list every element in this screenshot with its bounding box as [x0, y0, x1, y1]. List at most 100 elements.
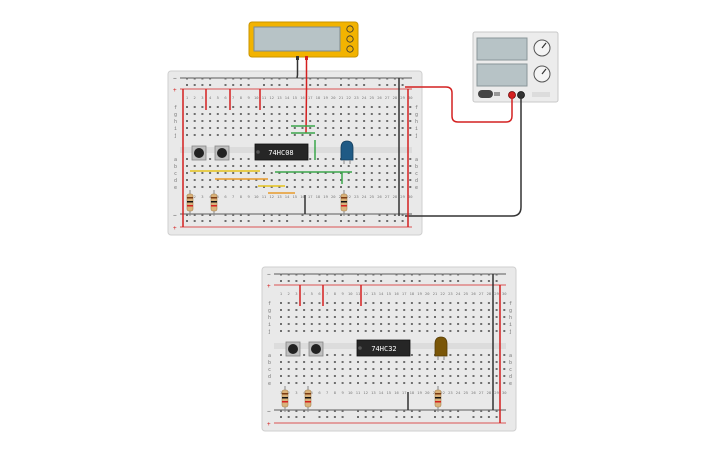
rail-hole[interactable] — [303, 273, 306, 276]
grid-hole[interactable] — [216, 186, 219, 188]
grid-hole[interactable] — [401, 120, 404, 122]
grid-hole[interactable] — [303, 368, 306, 370]
grid-hole[interactable] — [278, 172, 281, 174]
grid-hole[interactable] — [287, 302, 290, 304]
rail-hole[interactable] — [480, 416, 483, 418]
grid-hole[interactable] — [287, 316, 290, 318]
rail-hole[interactable] — [303, 410, 306, 412]
grid-hole[interactable] — [426, 302, 429, 304]
rail-hole[interactable] — [224, 214, 227, 216]
grid-hole[interactable] — [457, 361, 460, 363]
grid-hole[interactable] — [347, 172, 350, 174]
grid-hole[interactable] — [464, 368, 467, 370]
grid-hole[interactable] — [386, 106, 389, 108]
grid-hole[interactable] — [318, 375, 321, 377]
rail-hole[interactable] — [295, 280, 298, 282]
grid-hole[interactable] — [193, 127, 196, 129]
grid-hole[interactable] — [326, 382, 329, 384]
grid-hole[interactable] — [386, 186, 389, 188]
grid-hole[interactable] — [370, 165, 373, 167]
grid-hole[interactable] — [403, 375, 406, 377]
rail-hole[interactable] — [434, 280, 436, 282]
grid-hole[interactable] — [503, 368, 506, 370]
grid-hole[interactable] — [387, 368, 390, 370]
grid-hole[interactable] — [216, 127, 219, 129]
grid-hole[interactable] — [263, 179, 265, 181]
grid-hole[interactable] — [201, 113, 204, 115]
rail-hole[interactable] — [403, 273, 406, 276]
rail-hole[interactable] — [309, 77, 312, 80]
grid-hole[interactable] — [410, 316, 413, 318]
grid-hole[interactable] — [409, 113, 412, 115]
grid-hole[interactable] — [216, 106, 219, 108]
grid-hole[interactable] — [201, 106, 204, 108]
grid-hole[interactable] — [318, 316, 321, 318]
grid-hole[interactable] — [401, 113, 404, 115]
rail-hole[interactable] — [224, 77, 227, 80]
rail-hole[interactable] — [363, 77, 366, 80]
led[interactable] — [434, 336, 448, 360]
grid-hole[interactable] — [309, 106, 312, 108]
grid-hole[interactable] — [263, 186, 265, 188]
grid-hole[interactable] — [434, 309, 436, 311]
rail-hole[interactable] — [316, 220, 319, 222]
grid-hole[interactable] — [324, 158, 327, 160]
grid-hole[interactable] — [303, 323, 306, 325]
rail-hole[interactable] — [380, 410, 383, 412]
grid-hole[interactable] — [303, 330, 306, 332]
grid-hole[interactable] — [303, 375, 306, 377]
grid-hole[interactable] — [364, 330, 367, 332]
grid-hole[interactable] — [347, 113, 350, 115]
rail-hole[interactable] — [309, 214, 312, 216]
grid-hole[interactable] — [287, 309, 290, 311]
rail-hole[interactable] — [341, 410, 344, 412]
grid-hole[interactable] — [364, 382, 367, 384]
grid-hole[interactable] — [293, 134, 296, 136]
rail-hole[interactable] — [449, 410, 452, 412]
grid-hole[interactable] — [324, 127, 327, 129]
grid-hole[interactable] — [287, 375, 290, 377]
rail-hole[interactable] — [347, 84, 350, 86]
grid-hole[interactable] — [186, 113, 188, 115]
grid-hole[interactable] — [349, 309, 352, 311]
grid-hole[interactable] — [324, 106, 327, 108]
grid-hole[interactable] — [409, 127, 412, 129]
rail-hole[interactable] — [457, 410, 460, 412]
grid-hole[interactable] — [441, 375, 444, 377]
grid-hole[interactable] — [324, 165, 327, 167]
grid-hole[interactable] — [403, 323, 406, 325]
grid-hole[interactable] — [364, 375, 367, 377]
grid-hole[interactable] — [326, 330, 329, 332]
grid-hole[interactable] — [186, 165, 188, 167]
grid-hole[interactable] — [303, 382, 306, 384]
probe-wire-black[interactable] — [296, 60, 299, 79]
rail-hole[interactable] — [340, 220, 342, 222]
grid-hole[interactable] — [503, 302, 506, 304]
grid-hole[interactable] — [347, 106, 350, 108]
grid-hole[interactable] — [340, 113, 342, 115]
grid-hole[interactable] — [293, 186, 296, 188]
rail-hole[interactable] — [309, 84, 312, 86]
rail-hole[interactable] — [270, 220, 273, 222]
rail-hole[interactable] — [239, 220, 242, 222]
rail-hole[interactable] — [270, 77, 273, 80]
grid-hole[interactable] — [224, 120, 227, 122]
rail-hole[interactable] — [247, 214, 250, 216]
grid-hole[interactable] — [464, 316, 467, 318]
rail-hole[interactable] — [480, 410, 483, 412]
grid-hole[interactable] — [378, 165, 381, 167]
grid-hole[interactable] — [378, 113, 381, 115]
grid-hole[interactable] — [410, 323, 413, 325]
grid-hole[interactable] — [270, 106, 273, 108]
grid-hole[interactable] — [355, 172, 358, 174]
grid-hole[interactable] — [387, 330, 390, 332]
grid-hole[interactable] — [201, 120, 204, 122]
grid-hole[interactable] — [495, 330, 498, 332]
grid-hole[interactable] — [239, 134, 242, 136]
grid-hole[interactable] — [270, 179, 273, 181]
grid-hole[interactable] — [355, 134, 358, 136]
rail-hole[interactable] — [487, 280, 490, 282]
grid-hole[interactable] — [472, 375, 475, 377]
grid-hole[interactable] — [434, 361, 436, 363]
grid-hole[interactable] — [503, 382, 506, 384]
